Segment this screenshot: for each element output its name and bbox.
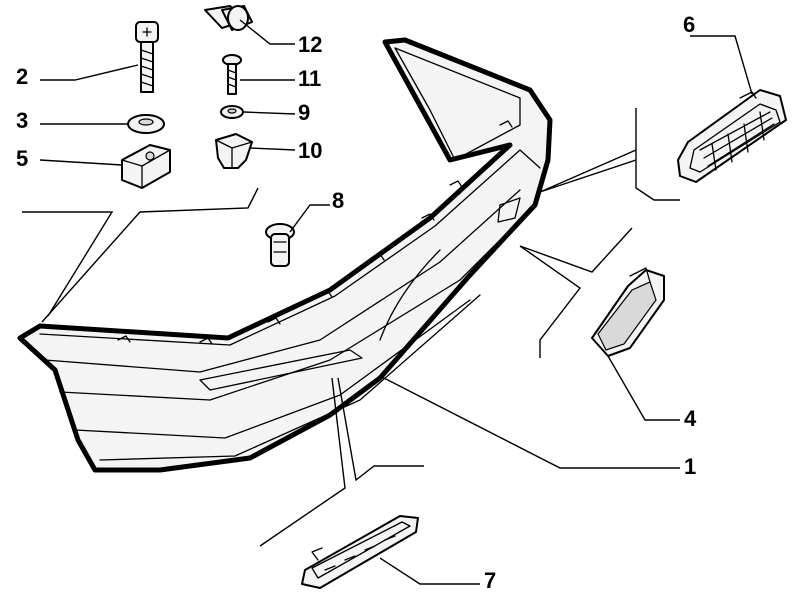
rivet-part-8	[265, 223, 295, 267]
callout-3: 3	[16, 108, 28, 133]
side-marker-lamp-part-6	[677, 89, 787, 183]
rivet-part-12	[204, 5, 253, 31]
callout-6: 6	[683, 12, 695, 37]
callout-9: 9	[298, 100, 310, 125]
callout-7: 7	[484, 568, 496, 593]
callout-labels: 2 3 5 12 11 9 10 8 6 4 1 7	[16, 12, 697, 593]
callout-4: 4	[684, 406, 697, 431]
grommet-part-10	[215, 133, 253, 169]
callout-12: 12	[298, 32, 322, 57]
rear-bumper	[17, 37, 553, 473]
callout-11: 11	[298, 66, 321, 91]
reflector-strip-part-7	[301, 515, 419, 589]
washer-part-9	[220, 105, 244, 119]
screw-part-2	[135, 21, 159, 93]
screw-part-11	[222, 54, 242, 95]
clip-nut-part-5	[121, 144, 171, 189]
callout-10: 10	[298, 138, 322, 163]
callout-5: 5	[16, 146, 28, 171]
callout-2: 2	[16, 64, 28, 89]
assembly-guide-lines	[22, 108, 680, 547]
washer-part-3	[127, 114, 165, 134]
callout-8: 8	[332, 188, 344, 213]
reflector-part-4	[591, 267, 665, 357]
callout-leaders	[39, 19, 753, 585]
callout-1: 1	[684, 454, 696, 479]
